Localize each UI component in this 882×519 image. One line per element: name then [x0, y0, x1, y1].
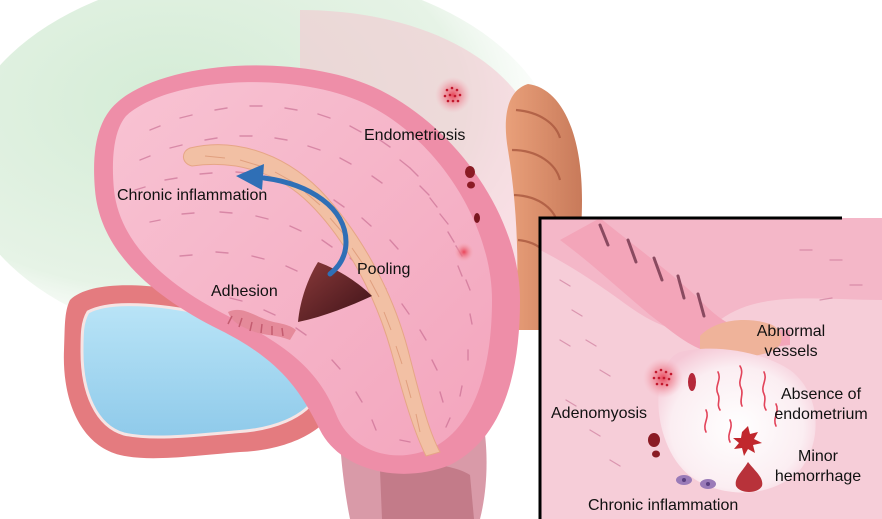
hemorrhagic-lesion: [474, 213, 480, 223]
label-absence-line2: endometrium: [768, 405, 874, 424]
label-minor-hemorrhage-line2: hemorrhage: [768, 467, 868, 486]
label-abnormal-vessels-line1: Abnormal: [756, 322, 826, 341]
label-absence-line1: Absence of: [768, 385, 874, 404]
label-chronic-inflammation-main: Chronic inflammation: [117, 186, 267, 205]
endometriosis-lesion: [454, 242, 474, 262]
hemorrhagic-lesion: [465, 166, 475, 178]
label-adenomyosis: Adenomyosis: [551, 404, 647, 423]
label-minor-hemorrhage-line1: Minor: [768, 447, 868, 466]
label-adhesion: Adhesion: [211, 282, 278, 301]
hemorrhagic-lesion: [467, 182, 475, 189]
label-pooling: Pooling: [357, 260, 410, 279]
label-endometriosis: Endometriosis: [364, 126, 465, 145]
label-abnormal-vessels-line2: vessels: [756, 342, 826, 361]
label-chronic-inflammation-inset: Chronic inflammation: [588, 496, 738, 515]
endometriosis-lesion: [435, 77, 471, 113]
